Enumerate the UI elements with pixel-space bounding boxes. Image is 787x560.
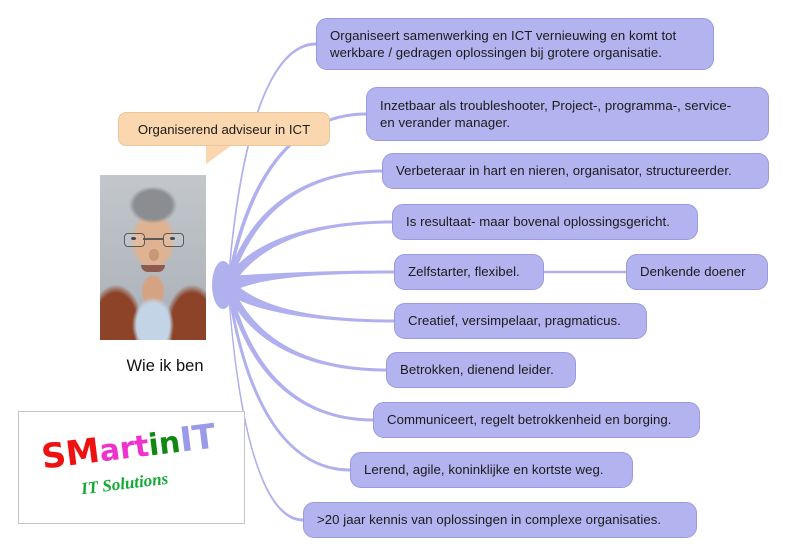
mindmap-node[interactable]: Organiseert samenwerking en ICT vernieuw… — [316, 18, 714, 70]
right-eye — [170, 237, 175, 241]
mindmap-node[interactable]: Creatief, versimpelaar, pragmaticus. — [394, 303, 647, 339]
mouth — [141, 265, 165, 272]
mindmap-node-label: Communiceert, regelt betrokkenheid en bo… — [387, 412, 672, 428]
mindmap-node-label: Inzetbaar als troubleshooter, Project-, … — [380, 97, 732, 130]
mindmap-node-label: Zelfstarter, flexibel. — [408, 264, 520, 280]
glasses-bridge-icon — [143, 238, 163, 240]
mindmap-node-label: Lerend, agile, koninklijke en kortste we… — [364, 462, 604, 478]
connector-hub — [212, 261, 234, 309]
company-logo-tagline: IT Solutions — [80, 468, 170, 499]
photo-caption: Wie ik ben — [126, 357, 204, 375]
branch-connector — [228, 42, 316, 294]
glasses-right-lens-icon — [163, 233, 184, 247]
branch-connector — [228, 220, 392, 294]
glasses-left-lens-icon — [124, 233, 145, 247]
mindmap-node-label: Denkende doener — [640, 264, 746, 280]
mindmap-node[interactable]: Betrokken, dienend leider. — [386, 352, 576, 388]
role-callout[interactable]: Organiserend adviseur in ICT — [118, 112, 330, 146]
portrait-photo — [100, 175, 206, 340]
company-logo-card: SMartinIT IT Solutions — [18, 411, 245, 524]
branch-connector — [228, 276, 373, 422]
mindmap-node[interactable]: Communiceert, regelt betrokkenheid en bo… — [373, 402, 700, 438]
logo-letters-art: art — [97, 428, 151, 470]
logo-letters-it: IT — [177, 416, 219, 461]
mindmap-node-label: Verbeteraar in hart en nieren, organisat… — [396, 163, 732, 179]
mindmap-node[interactable]: Zelfstarter, flexibel. — [394, 254, 544, 290]
mindmap-node[interactable]: Denkende doener — [626, 254, 768, 290]
logo-letter-m: M — [63, 430, 102, 475]
mindmap-node[interactable]: Is resultaat- maar bovenal oplossingsger… — [392, 204, 698, 240]
branch-connector — [228, 276, 386, 372]
logo-letters-in: in — [146, 424, 183, 464]
nose — [149, 249, 159, 261]
branch-connector — [228, 169, 382, 294]
mindmap-node[interactable]: Inzetbaar als troubleshooter, Project-, … — [366, 87, 769, 141]
mindmap-node-label: Is resultaat- maar bovenal oplossingsger… — [406, 214, 670, 230]
branch-connector — [228, 270, 394, 294]
company-logo-wordmark: SMartinIT — [39, 416, 219, 477]
mindmap-node[interactable]: Verbeteraar in hart en nieren, organisat… — [382, 153, 769, 189]
branch-connector — [228, 276, 350, 472]
callout-tail — [206, 145, 232, 164]
mindmap-node-label: Betrokken, dienend leider. — [400, 362, 554, 378]
portrait-photo-image — [100, 175, 206, 340]
mindmap-node-label: >20 jaar kennis van oplossingen in compl… — [317, 512, 662, 528]
mindmap-node-label: Organiseert samenwerking en ICT vernieuw… — [330, 27, 677, 60]
mindmap-node-label: Creatief, versimpelaar, pragmaticus. — [408, 313, 621, 329]
branch-connector — [228, 276, 394, 323]
role-callout-label: Organiserend adviseur in ICT — [137, 121, 311, 137]
mindmap-node[interactable]: Lerend, agile, koninklijke en kortste we… — [350, 452, 633, 488]
mindmap-node[interactable]: >20 jaar kennis van oplossingen in compl… — [303, 502, 697, 538]
left-eye — [131, 237, 136, 241]
